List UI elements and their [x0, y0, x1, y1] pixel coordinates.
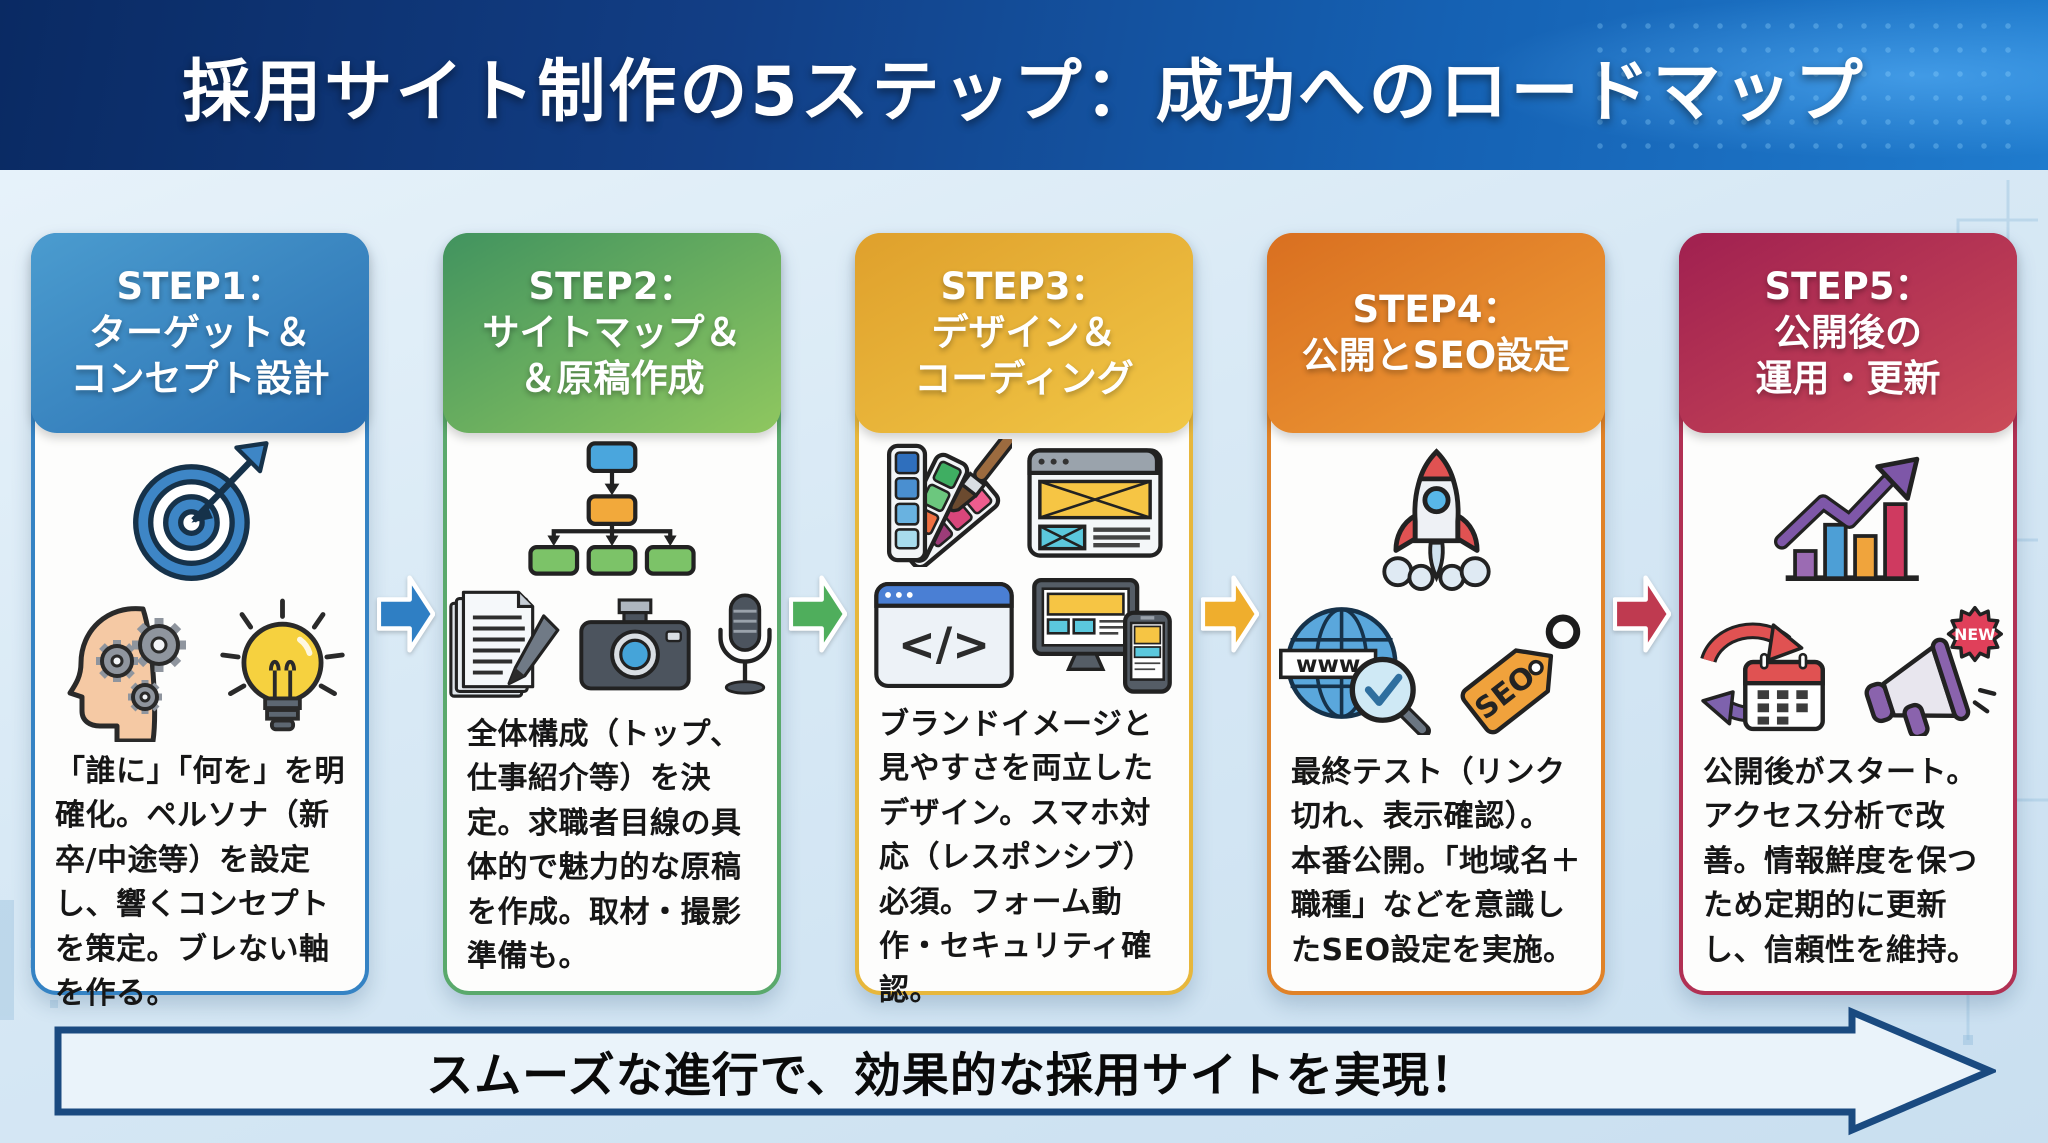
step2-header-line1: STEP2： [528, 264, 696, 308]
step-card-4: STEP4： 公開とSEO設定 [1267, 233, 1605, 995]
arrow-step4-to-step5 [1613, 575, 1671, 653]
svg-text:NEW: NEW [1954, 625, 1995, 644]
step1-header-line2: ターゲット＆ [89, 310, 311, 354]
refresh-calendar-icon [1700, 622, 1825, 732]
target-icon [133, 441, 269, 581]
svg-text:www: www [1296, 651, 1360, 678]
wireframe-icon [1027, 448, 1163, 558]
rocket-icon [1381, 447, 1491, 591]
step3-header: STEP3： デザイン＆ コーディング [855, 233, 1193, 433]
step3-header-line2: デザイン＆ [931, 310, 1117, 354]
megaphone-new-icon: NEW [1864, 605, 2003, 737]
step4-description: 最終テスト（リンク切れ、表示確認）。本番公開。「地域名＋職種」などを意識したSE… [1291, 755, 1581, 968]
step2-header: STEP2： サイトマップ＆ ＆原稿作成 [443, 233, 781, 433]
step2-icons [447, 433, 777, 705]
globe-search-icon: www [1279, 607, 1431, 736]
step4-header-line1: STEP4： [1352, 287, 1520, 331]
step1-header-line1: STEP1： [116, 264, 284, 308]
step3-icons: </> [859, 433, 1189, 695]
banner-dot-pattern [1588, 14, 2018, 154]
step-card-2: STEP2： サイトマップ＆ ＆原稿作成 [443, 233, 781, 995]
steps-row: STEP1： ターゲット＆ コンセプト設計 [0, 233, 2048, 1011]
microphone-icon [718, 593, 772, 695]
step2-description: 全体構成（トップ、仕事紹介等）を決定。求職者目線の具体的で魅力的な原稿を作成。取… [467, 717, 742, 974]
sitemap-icon [528, 441, 696, 576]
color-palette-icon [886, 439, 1012, 567]
arrow-step2-to-step3 [789, 575, 847, 653]
step-card-1: STEP1： ターゲット＆ コンセプト設計 [31, 233, 369, 1011]
step1-description: 「誰に」「何を」を明確化。ペルソナ（新卒/中途等）を設定し、響くコンセプトを策定… [55, 754, 345, 1011]
page-title: 採用サイト制作の5ステップ：成功へのロードマップ [182, 52, 1866, 132]
step4-icons: www SEO [1271, 433, 1601, 743]
lightbulb-icon [219, 598, 345, 732]
arrow-step3-to-step4 [1201, 575, 1259, 653]
footer-arrow-banner: スムーズな進行で、効果的な採用サイトを実現！ [52, 1006, 1999, 1136]
head-gears-icon [67, 606, 186, 742]
step2-header-line2: サイトマップ＆ [482, 310, 742, 354]
step1-icons [35, 433, 365, 742]
step3-description: ブランドイメージと見やすさを両立したデザイン。スマホ対応（レスポンシブ）必須。フ… [879, 707, 1154, 1009]
step-card-3: STEP3： デザイン＆ コーディング [855, 233, 1193, 1008]
step1-header-line3: コンセプト設計 [70, 357, 330, 401]
step4-header-line2: 公開とSEO設定 [1301, 334, 1571, 377]
step3-header-line3: コーディング [914, 357, 1134, 401]
step5-description: 公開後がスタート。アクセス分析で改善。情報鮮度を保つため定期的に更新し、信頼性を… [1703, 755, 1978, 968]
step5-header-line1: STEP5： [1764, 264, 1932, 308]
footer-arrow-shape [54, 1006, 1999, 1136]
step-card-5: STEP5： 公開後の 運用・更新 [1679, 233, 2017, 995]
step3-header-line1: STEP3： [940, 264, 1108, 308]
banner-glow-decoration [1408, 0, 2048, 170]
step2-header-line3: ＆原稿作成 [519, 357, 705, 401]
seo-tag-icon: SEO [1460, 614, 1581, 734]
step5-icons: NEW [1683, 433, 2013, 743]
footer-banner-text: スムーズな進行で、効果的な採用サイトを実現！ [426, 1048, 1478, 1104]
arrow-step1-to-step2 [377, 575, 435, 653]
step5-header-line3: 運用・更新 [1755, 357, 1941, 401]
growth-chart-icon [1773, 456, 1919, 582]
responsive-devices-icon [1032, 578, 1172, 694]
step4-header: STEP4： 公開とSEO設定 [1267, 233, 1605, 433]
step5-header-line2: 公開後の [1774, 310, 1922, 354]
camera-icon [579, 598, 691, 691]
svg-text:</>: </> [898, 618, 990, 671]
code-window-icon: </> [874, 581, 1014, 689]
step5-header: STEP5： 公開後の 運用・更新 [1679, 233, 2017, 433]
title-banner: 採用サイト制作の5ステップ：成功へのロードマップ [0, 0, 2048, 170]
step1-header: STEP1： ターゲット＆ コンセプト設計 [31, 233, 369, 433]
documents-pen-icon [449, 590, 560, 698]
